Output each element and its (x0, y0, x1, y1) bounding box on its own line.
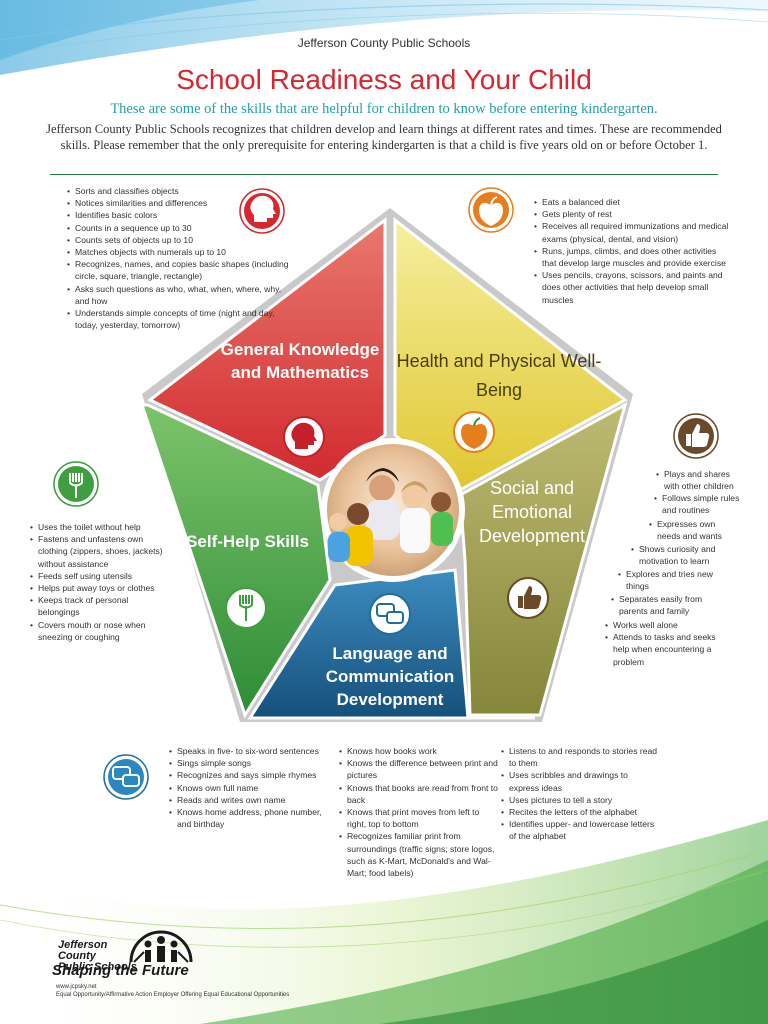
segment-selfhelp (139, 403, 332, 719)
list-item: Receives all required immunizations and … (533, 220, 733, 244)
logo-wordmark: Jefferson County Public Schools (58, 940, 148, 973)
social-skills-list-6: Separates easily from parents and family (610, 593, 725, 617)
list-item: Counts sets of objects up to 10 (66, 234, 296, 246)
social-skills-list-7: Works well alone Attends to tasks and se… (604, 619, 734, 668)
general-skills-list: Sorts and classifies objects Notices sim… (66, 185, 296, 331)
list-item: Follows simple rules and routines (653, 492, 748, 516)
list-item: Shows curiosity and motivation to learn (630, 543, 740, 567)
language-skills-list-1: Speaks in five- to six-word sentences Si… (168, 745, 338, 830)
segment-label-language: Language and Communication Development (325, 644, 455, 709)
footer-url[interactable]: www.jcpsky.net (56, 984, 97, 990)
language-outer-icon (103, 754, 149, 800)
jcps-logo-icon (129, 930, 193, 963)
social-outer-icon (673, 413, 719, 459)
list-item: Recognizes, names, and copies basic shap… (66, 258, 296, 282)
list-item: Knows how books work (338, 745, 498, 757)
logo-line-1: Jefferson County (58, 939, 108, 962)
list-item: Knows own full name (168, 782, 338, 794)
list-item: Understands simple concepts of time (nig… (66, 307, 296, 331)
list-item: Plays and shares with other children (655, 468, 745, 492)
list-item: Recites the letters of the alphabet (500, 806, 660, 818)
list-item: Helps put away toys or clothes (29, 582, 169, 594)
list-item: Identifies basic colors (66, 209, 296, 221)
page-title: School Readiness and Your Child (176, 64, 592, 95)
social-skills-list-2: Follows simple rules and routines (653, 492, 748, 516)
list-item: Recognizes and says simple rhymes (168, 769, 338, 781)
language-inner-icon (369, 593, 411, 635)
segment-social (458, 401, 628, 717)
list-item: Matches objects with numerals up to 10 (66, 246, 296, 258)
list-item: Uses the toilet without help (29, 521, 169, 533)
social-inner-icon (507, 577, 549, 619)
organization-name: Jefferson County Public Schools (297, 36, 471, 50)
segment-language (247, 568, 535, 720)
list-item: Covers mouth or nose when sneezing or co… (29, 619, 169, 643)
list-item: Knows the difference between print and p… (338, 757, 498, 781)
logo-line-2: Public Schools (58, 961, 137, 973)
list-item: Reads and writes own name (168, 794, 338, 806)
list-item: Knows home address, phone number, and bi… (168, 806, 338, 830)
list-item: Counts in a sequence up to 30 (66, 222, 296, 234)
header-divider (50, 174, 718, 175)
list-item: Speaks in five- to six-word sentences (168, 745, 338, 757)
list-item: Listens to and responds to stories read … (500, 745, 660, 769)
list-item: Sorts and classifies objects (66, 185, 296, 197)
general-inner-icon (283, 416, 325, 458)
list-item: Identifies upper- and lowercase letters … (500, 818, 660, 842)
language-skills-list-3: Listens to and responds to stories read … (500, 745, 660, 843)
social-skills-list: Plays and shares with other children (655, 468, 745, 492)
list-item: Explores and tries new things (617, 568, 737, 592)
list-item: Eats a balanced diet (533, 196, 733, 208)
list-item: Uses pencils, crayons, scissors, and pai… (533, 269, 733, 306)
segment-general (147, 216, 387, 482)
health-skills-list: Eats a balanced diet Gets plenty of rest… (533, 196, 733, 306)
list-item: Notices similarities and differences (66, 197, 296, 209)
selfhelp-skills-list: Uses the toilet without help Fastens and… (29, 521, 169, 643)
footer-eoe-statement: Equal Opportunity/Affirmative Action Emp… (56, 992, 290, 998)
list-item: Knows that books are read from front to … (338, 782, 498, 806)
intro-paragraph: Jefferson County Public Schools recogniz… (46, 122, 722, 152)
children-illustration (328, 468, 453, 566)
logo-tagline: Shaping the Future (52, 962, 189, 979)
social-skills-list-5: Explores and tries new things (617, 568, 737, 592)
list-item: Recognizes familiar print from surroundi… (338, 830, 498, 879)
list-item: Asks such questions as who, what, when, … (66, 283, 296, 307)
health-outer-icon (468, 187, 514, 233)
social-skills-list-4: Shows curiosity and motivation to learn (630, 543, 740, 567)
segment-label-general: General Knowledge and Mathematics (220, 340, 380, 382)
list-item: Expresses own needs and wants (648, 518, 738, 542)
list-item: Attends to tasks and seeks help when enc… (604, 631, 734, 668)
segment-label-social: Social and Emotional Development (478, 478, 586, 546)
list-item: Separates easily from parents and family (610, 593, 725, 617)
health-inner-icon (453, 411, 495, 453)
selfhelp-outer-icon (53, 461, 99, 507)
list-item: Sings simple songs (168, 757, 338, 769)
list-item: Gets plenty of rest (533, 208, 733, 220)
list-item: Works well alone (604, 619, 734, 631)
page-subtitle: These are some of the skills that are he… (110, 101, 658, 117)
list-item: Uses scribbles and drawings to express i… (500, 769, 660, 793)
list-item: Fastens and unfastens own clothing (zipp… (29, 533, 169, 570)
list-item: Uses pictures to tell a story (500, 794, 660, 806)
language-skills-list-2: Knows how books work Knows the differenc… (338, 745, 498, 879)
segment-label-selfhelp: Self-Help Skills (186, 532, 309, 551)
segment-label-health: Health and Physical Well-Being (396, 351, 602, 400)
social-skills-list-3: Expresses own needs and wants (648, 518, 738, 542)
list-item: Feeds self using utensils (29, 570, 169, 582)
list-item: Knows that print moves from left to righ… (338, 806, 498, 830)
selfhelp-inner-icon (225, 587, 267, 629)
list-item: Keeps track of personal belongings (29, 594, 169, 618)
list-item: Runs, jumps, climbs, and does other acti… (533, 245, 733, 269)
